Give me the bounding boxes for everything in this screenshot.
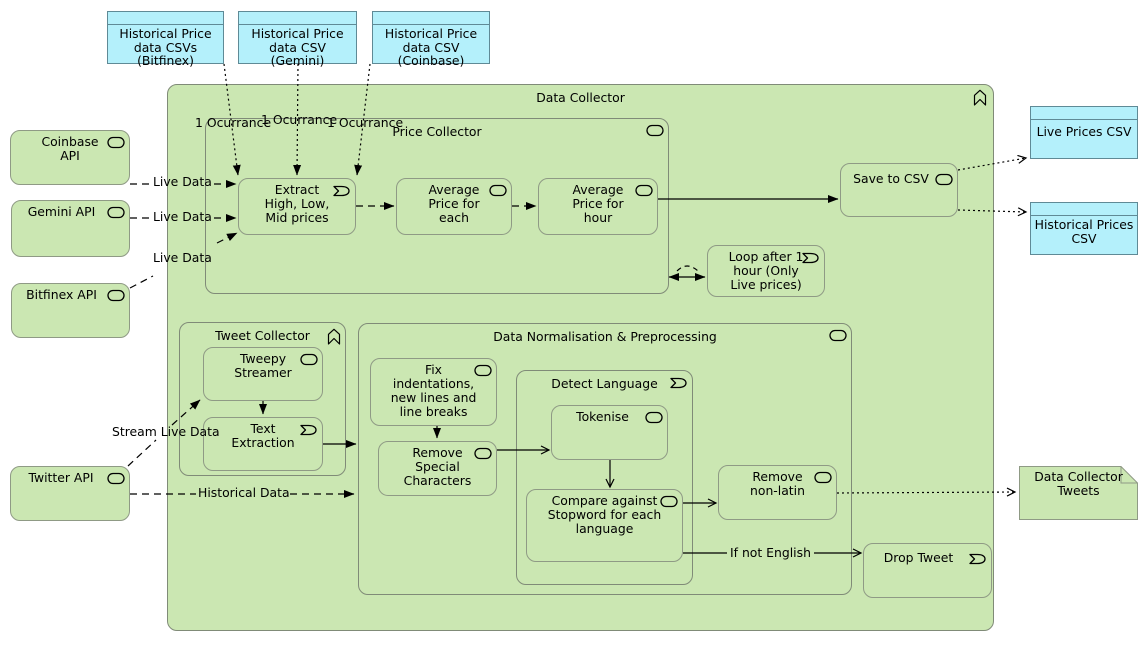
edge-label-ocurrance-1: 1 Ocurrance (195, 115, 272, 130)
node-bitfinex-api[interactable]: Bitfinex API (11, 283, 130, 338)
process-icon (332, 184, 351, 198)
edge-label-live-data-1: Live Data (153, 174, 212, 189)
node-label: Average Price for hour (572, 182, 624, 225)
node-label: Tweepy Streamer (234, 351, 292, 380)
edge-label-ocurrance-3: 1 Ocurrance (327, 115, 404, 130)
node-label: Tokenise (576, 409, 629, 424)
edge-label-if-not-english: If not English (730, 545, 811, 560)
node-loop-after-hour[interactable]: Loop after 1 hour (Only Live prices) (707, 245, 825, 297)
edge-label-live-data-2: Live Data (153, 209, 212, 224)
node-label: Save to CSV (853, 171, 929, 186)
node-label: Remove Special Characters (403, 445, 472, 488)
service-icon (645, 411, 663, 424)
node-coinbase-api[interactable]: Coinbase API (10, 130, 130, 185)
node-save-to-csv[interactable]: Save to CSV (840, 163, 958, 217)
artifact-header-strip (1031, 107, 1137, 120)
node-label: Twitter API (28, 470, 94, 485)
artifact-header-strip (1031, 203, 1137, 216)
service-icon (646, 124, 664, 137)
node-label: Loop after 1 hour (Only Live prices) (728, 249, 804, 292)
edge-label-ocurrance-2: 1 Ocurrance (261, 112, 338, 127)
edge-label-stream-live-data: Stream Live Data (112, 424, 220, 439)
artifact-historical-price-coinbase[interactable]: Historical Price data CSV (Coinbase) (372, 11, 490, 67)
service-icon (107, 206, 125, 219)
edge-stream-live-data-left (127, 439, 157, 467)
artifact-label: Historical Prices CSV (1034, 217, 1134, 246)
node-average-price-each[interactable]: Average Price for each (396, 178, 512, 235)
process-icon (669, 376, 688, 390)
service-icon (660, 495, 678, 508)
process-icon (801, 251, 820, 265)
note-label: Data Collector Tweets (1034, 469, 1123, 498)
node-gemini-api[interactable]: Gemini API (11, 200, 130, 257)
service-icon (829, 329, 847, 342)
edge-bitfinex-live-data-left (129, 275, 154, 289)
service-icon (814, 471, 832, 484)
node-compare-stopword[interactable]: Compare against Stopword for each langua… (526, 489, 683, 562)
container-title: Tweet Collector (215, 328, 310, 343)
artifact-header-strip (108, 12, 223, 25)
artifact-historical-price-gemini[interactable]: Historical Price data CSV (Gemini) (238, 11, 357, 67)
edge-label-live-data-3: Live Data (153, 250, 212, 265)
node-fix-indentations[interactable]: Fix indentations, new lines and line bre… (370, 358, 497, 426)
node-label: Compare against Stopword for each langua… (547, 493, 662, 536)
service-icon (474, 447, 492, 460)
node-label: Average Price for each (428, 182, 480, 225)
artifact-historical-price-bitfinex[interactable]: Historical Price data CSVs (Bitfinex) (107, 11, 224, 67)
node-extract-prices[interactable]: Extract High, Low, Mid prices (238, 178, 356, 235)
service-icon (300, 353, 318, 366)
process-icon (299, 423, 318, 437)
node-twitter-api[interactable]: Twitter API (10, 466, 130, 521)
artifact-label: Historical Price data CSV (Gemini) (251, 26, 344, 69)
container-title: Data Collector (536, 90, 625, 105)
node-average-price-hour[interactable]: Average Price for hour (538, 178, 658, 235)
artifact-historical-prices-csv[interactable]: Historical Prices CSV (1030, 202, 1138, 255)
service-icon (935, 173, 953, 186)
note-shape (1019, 466, 1138, 520)
capability-icon (973, 89, 987, 106)
node-label: Remove non-latin (750, 469, 805, 498)
node-label: Text Extraction (231, 421, 295, 450)
artifact-live-prices-csv[interactable]: Live Prices CSV (1030, 106, 1138, 159)
service-icon (107, 136, 125, 149)
artifact-header-strip (239, 12, 356, 25)
capability-icon (327, 328, 341, 345)
node-remove-special-characters[interactable]: Remove Special Characters (378, 441, 497, 496)
container-title: Data Normalisation & Preprocessing (493, 329, 717, 344)
node-tokenise[interactable]: Tokenise (551, 405, 668, 460)
node-label: Extract High, Low, Mid prices (264, 182, 330, 225)
container-title: Detect Language (551, 376, 658, 391)
process-icon (968, 552, 987, 566)
container-title: Price Collector (392, 124, 482, 139)
note-data-collector-tweets[interactable]: Data Collector Tweets (1019, 466, 1138, 520)
artifact-label: Historical Price data CSVs (Bitfinex) (119, 26, 212, 69)
node-tweepy-streamer[interactable]: Tweepy Streamer (203, 347, 323, 401)
artifact-header-strip (373, 12, 489, 25)
service-icon (489, 184, 507, 197)
node-label: Fix indentations, new lines and line bre… (390, 362, 477, 419)
service-icon (107, 289, 125, 302)
service-icon (107, 472, 125, 485)
service-icon (635, 184, 653, 197)
node-label: Gemini API (27, 204, 96, 219)
node-remove-non-latin[interactable]: Remove non-latin (718, 465, 837, 520)
edge-label-historical-data: Historical Data (198, 485, 290, 500)
node-drop-tweet[interactable]: Drop Tweet (863, 543, 992, 598)
node-label: Bitfinex API (26, 287, 97, 302)
service-icon (474, 364, 492, 377)
node-label: Coinbase API (41, 134, 99, 163)
artifact-label: Historical Price data CSV (Coinbase) (384, 26, 478, 69)
artifact-label: Live Prices CSV (1036, 124, 1132, 139)
node-label: Drop Tweet (883, 550, 954, 565)
node-text-extraction[interactable]: Text Extraction (203, 417, 323, 471)
